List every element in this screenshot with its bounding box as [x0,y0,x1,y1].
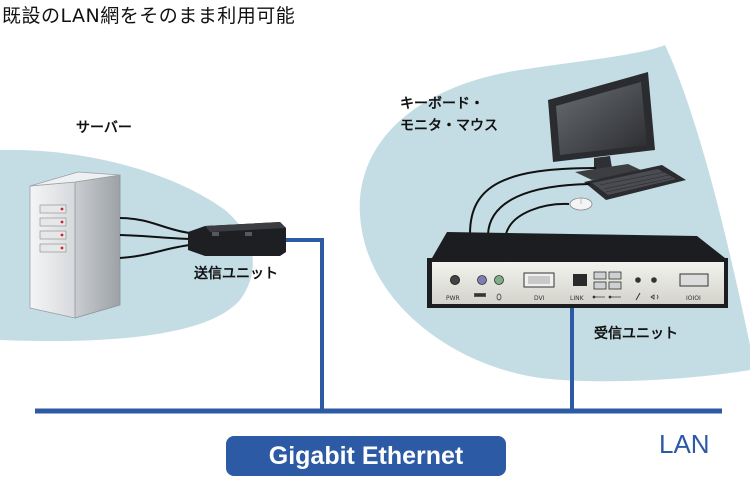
peripherals-label-line2: モニタ・マウス [400,118,498,134]
keyboard-port-icon [475,294,485,296]
link-port-label: LINK [570,295,585,302]
audio-out-port-icon [650,294,659,300]
server-tower [29,171,121,319]
peripherals-label-line1: キーボード・ [400,96,484,112]
server-transmitter-cables [119,217,191,259]
receiver-label: 受信ユニット [594,326,678,342]
server-label: サーバー [76,120,132,136]
transmitter-unit [188,222,286,256]
keyboard [584,165,686,200]
receiver-unit: PWR DVI LINK IOIOI [427,232,728,308]
gigabit-ethernet-badge: Gigabit Ethernet [226,436,506,476]
transmitter-lan-cable [285,238,324,411]
pwr-port-label: PWR [446,295,460,302]
mic-port-icon [635,292,641,301]
lan-label: LAN [659,429,710,459]
serial-port-label: IOIOI [686,295,701,302]
usb-port-icon [592,295,621,299]
monitor [548,72,655,180]
mouse [569,197,593,211]
peripheral-cables [469,167,597,235]
dvi-port-label: DVI [534,295,545,302]
mouse-port-icon [496,293,502,301]
transmitter-label: 送信ユニット [194,266,278,282]
page-title: 既設のLAN網をそのまま利用可能 [2,5,296,27]
